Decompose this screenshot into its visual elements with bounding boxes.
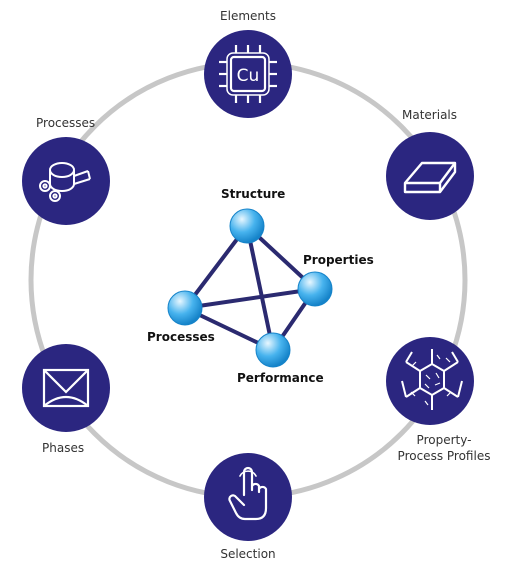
tetra-edge-structure-performance bbox=[245, 224, 275, 352]
tetra-label-properties: Properties bbox=[303, 253, 374, 267]
ingot-icon bbox=[403, 161, 457, 194]
tetra-vertex-structure bbox=[229, 208, 265, 244]
ring-node-materials[interactable] bbox=[386, 132, 474, 220]
tetra-vertex-properties bbox=[297, 271, 333, 307]
ring-label-ppp-line-1: Property- bbox=[416, 433, 472, 447]
ring-node-elements[interactable]: Cu bbox=[204, 30, 292, 118]
ring-label-elements: Elements bbox=[220, 9, 276, 23]
tetra-vertex-processes bbox=[167, 290, 203, 326]
phase-diagram-icon bbox=[42, 368, 90, 408]
tetra-vertex-performance bbox=[255, 332, 291, 368]
ring-label-selection: Selection bbox=[220, 547, 276, 561]
tetra-edge-properties-processes bbox=[183, 287, 317, 310]
ring-node-property-process-profiles[interactable] bbox=[386, 337, 474, 425]
ring-node-selection[interactable] bbox=[204, 453, 292, 541]
ring-label-materials: Materials bbox=[402, 108, 458, 122]
tetra-label-structure: Structure bbox=[221, 187, 286, 201]
ring-label-ppp-line-2: Process Profiles bbox=[397, 449, 491, 463]
ring-label-processes: Processes bbox=[36, 116, 96, 130]
element-symbol: Cu bbox=[237, 66, 260, 86]
pointer-hand-icon bbox=[228, 466, 268, 521]
tetra-label-processes: Processes bbox=[147, 330, 215, 344]
microstructure-icon bbox=[401, 349, 463, 410]
element-cu-icon: Cu bbox=[219, 45, 277, 103]
ring-node-phases[interactable] bbox=[22, 344, 110, 432]
tetra-label-performance: Performance bbox=[237, 371, 324, 385]
ring-label-phases: Phases bbox=[42, 441, 85, 455]
rolling-mill-icon bbox=[39, 162, 91, 202]
ring-node-processes[interactable] bbox=[22, 137, 110, 225]
ring-label-property-process-profiles: Property- Process Profiles bbox=[384, 432, 504, 464]
tetrahedron-vertices bbox=[167, 208, 333, 368]
